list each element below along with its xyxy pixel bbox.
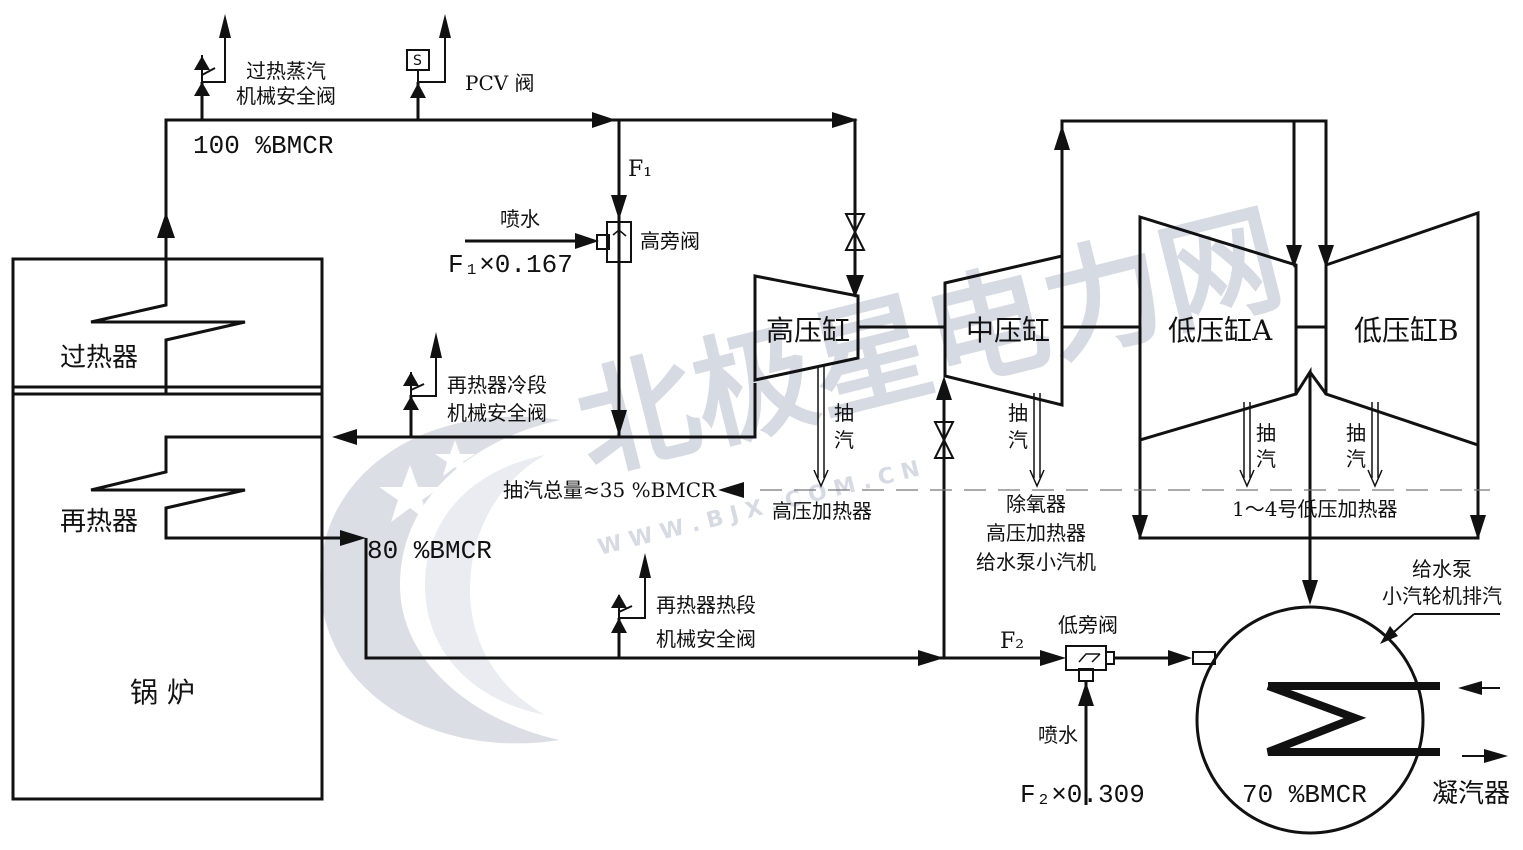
hp-bypass: F₁ 高旁阀 喷水 F₁×0.167	[448, 120, 700, 437]
svg-text:再热器热段: 再热器热段	[656, 593, 756, 617]
lpb-cylinder-label: 低压缸B	[1354, 314, 1459, 347]
extraction-total: 抽汽总量≈35 %BMCR	[503, 478, 717, 502]
reheater-label: 再热器	[60, 507, 138, 537]
lp-bypass-valve	[1065, 645, 1115, 682]
svg-text:抽: 抽	[1008, 401, 1028, 425]
svg-text:喷水: 喷水	[500, 207, 540, 231]
extraction-ip: 抽 汽	[1008, 393, 1045, 488]
svg-text:给水泵: 给水泵	[1412, 557, 1472, 581]
svg-text:高压加热器: 高压加热器	[986, 521, 1086, 545]
superheater-coil	[90, 225, 246, 395]
reheater-coil	[90, 435, 355, 540]
f1-label: F₁	[628, 157, 652, 182]
lp-exhaust	[1132, 366, 1486, 605]
turbine-lpb: 低压缸B	[1324, 210, 1480, 448]
svg-text:抽: 抽	[1346, 421, 1366, 445]
condenser-label: 凝汽器	[1432, 779, 1510, 809]
pcv-label: PCV 阀	[465, 71, 535, 95]
svg-text:汽: 汽	[1346, 447, 1366, 471]
svg-text:小汽轮机排汽: 小汽轮机排汽	[1382, 584, 1502, 608]
cold-reheat-safety-valve	[403, 332, 442, 437]
ip-inlet	[933, 376, 955, 658]
hp-stop-valve	[844, 213, 866, 251]
boiler: 过热器 再热器 锅 炉	[11, 225, 355, 801]
main-steam-up-arrow	[157, 212, 175, 238]
hp-spray-value: F₁×0.167	[448, 250, 573, 280]
svg-text:机械安全阀: 机械安全阀	[656, 627, 756, 651]
svg-text:再热器冷段: 再热器冷段	[447, 373, 547, 397]
hp-heater-label: 高压加热器	[772, 499, 872, 523]
watermark-logo	[320, 416, 560, 744]
pcv-symbol: S	[413, 53, 422, 69]
lpa-cylinder-label: 低压缸A	[1168, 314, 1273, 347]
svg-text:汽: 汽	[834, 428, 854, 452]
hot-reheat-safety-valve	[611, 553, 651, 658]
extraction-lpb: 抽 汽	[1346, 402, 1383, 488]
svg-text:过热蒸汽: 过热蒸汽	[246, 59, 326, 83]
condenser-flow: 70 %BMCR	[1242, 780, 1367, 810]
svg-text:喷水: 喷水	[1038, 723, 1078, 747]
crossover-pipe	[1054, 119, 1334, 268]
svg-text:除氧器: 除氧器	[1006, 492, 1066, 516]
turbine-hp: 高压缸	[753, 274, 860, 382]
svg-text:抽: 抽	[1256, 421, 1276, 445]
lp-bypass-label: 低旁阀	[1058, 613, 1118, 637]
condenser: 70 %BMCR 凝汽器 给水泵 小汽轮机排汽	[1195, 557, 1510, 835]
lp-heaters-label: 1～4号低压加热器	[1232, 497, 1397, 521]
cold-reheat-line: 再热器冷段 机械安全阀	[332, 332, 757, 445]
main-steam-line: 100 %BMCR	[157, 112, 866, 298]
hp-bypass-valve	[596, 221, 632, 263]
svg-text:汽: 汽	[1008, 428, 1028, 452]
extraction-lpa: 抽 汽	[1239, 402, 1276, 488]
superheater-label: 过热器	[60, 343, 138, 373]
condenser-tube-bundle	[1266, 682, 1440, 756]
ip-stop-valve	[933, 421, 955, 459]
main-steam-flow: 100 %BMCR	[193, 131, 333, 161]
extraction-hp: 抽 汽	[813, 366, 854, 488]
svg-text:给水泵小汽机: 给水泵小汽机	[976, 550, 1096, 574]
ip-cylinder-label: 中压缸	[966, 314, 1050, 347]
svg-text:抽: 抽	[834, 401, 854, 425]
lp-bypass: F₂ 低旁阀 喷水 F₂×0.309	[944, 613, 1216, 810]
f2-label: F₂	[1000, 629, 1024, 654]
hp-bypass-label: 高旁阀	[640, 229, 700, 253]
reheat-flow: 80 %BMCR	[367, 536, 492, 566]
boiler-label: 锅 炉	[130, 676, 195, 709]
superheater-safety-valve: 过热蒸汽 机械安全阀	[194, 14, 336, 120]
svg-text:机械安全阀: 机械安全阀	[236, 84, 336, 108]
lp-spray-value: F₂×0.309	[1020, 780, 1145, 810]
hot-reheat-line: 80 %BMCR 再热器热段 机械安全阀	[166, 530, 944, 666]
svg-text:汽: 汽	[1256, 447, 1276, 471]
hp-cylinder-label: 高压缸	[766, 314, 850, 347]
svg-text:机械安全阀: 机械安全阀	[447, 401, 547, 425]
turbine-ip: 中压缸	[943, 254, 1064, 407]
pcv-valve: S PCV 阀	[406, 14, 535, 120]
